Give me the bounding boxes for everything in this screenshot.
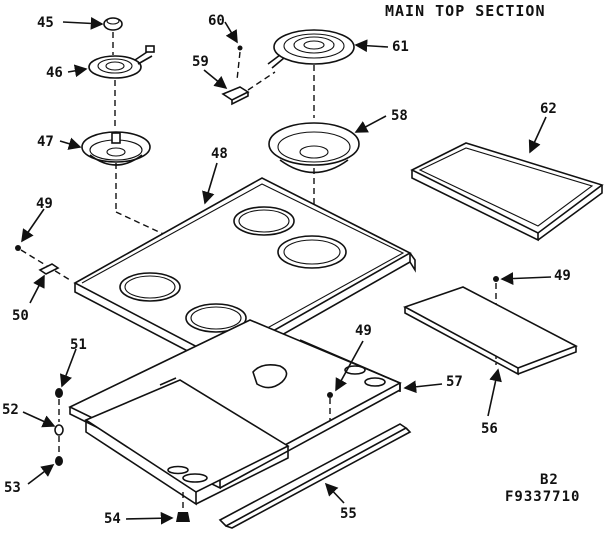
- callout-47: 47: [37, 134, 54, 150]
- callout-52: 52: [2, 402, 19, 418]
- part-55-strip: [218, 423, 412, 529]
- part-61-coil-element: [267, 29, 355, 69]
- callout-60: 60: [208, 13, 225, 29]
- part-62-panel: [410, 142, 604, 242]
- callout-57: 57: [446, 374, 463, 390]
- callout-49-center: 49: [355, 323, 372, 339]
- part-58-drip-bowl: [268, 122, 360, 174]
- callout-55: 55: [340, 506, 357, 522]
- part-46-coil-element: [88, 45, 155, 79]
- callout-46: 46: [46, 65, 63, 81]
- part-48-cooktop: [73, 177, 416, 382]
- callout-56: 56: [481, 421, 498, 437]
- part-54-foot: [176, 512, 190, 522]
- callout-49-left: 49: [36, 196, 53, 212]
- part-52-washer: [54, 424, 64, 436]
- callout-51: 51: [70, 337, 87, 353]
- part-47-drip-bowl: [81, 131, 151, 166]
- part-51-screw: [55, 388, 63, 398]
- callout-54: 54: [104, 511, 121, 527]
- part-53-nut: [55, 456, 63, 466]
- part-49-screw-left: [15, 245, 71, 281]
- callout-labels: 45 46 47 48 49 50 51 52 53 54 55 56 57 5…: [2, 13, 571, 527]
- leader-lines: [21, 17, 552, 525]
- part-code: F9337710: [505, 489, 580, 505]
- part-45-cap: [103, 17, 123, 31]
- callout-61: 61: [392, 39, 409, 55]
- part-56-trim: [403, 276, 578, 376]
- page-code: B2: [540, 472, 559, 488]
- part-50-clip: [38, 263, 60, 275]
- callout-58: 58: [391, 108, 408, 124]
- callout-59: 59: [192, 54, 209, 70]
- callout-53: 53: [4, 480, 21, 496]
- callout-62: 62: [540, 101, 557, 117]
- callout-49-right: 49: [554, 268, 571, 284]
- large-surface-element-assembly: [221, 29, 360, 262]
- callout-50: 50: [12, 308, 29, 324]
- callout-45: 45: [37, 15, 54, 31]
- part-59-terminal-block: [221, 86, 250, 106]
- callout-48: 48: [211, 146, 228, 162]
- part-57-bottom-pan: [68, 319, 402, 506]
- diagram-title: MAIN TOP SECTION: [385, 2, 546, 20]
- part-60-screw: [237, 45, 243, 51]
